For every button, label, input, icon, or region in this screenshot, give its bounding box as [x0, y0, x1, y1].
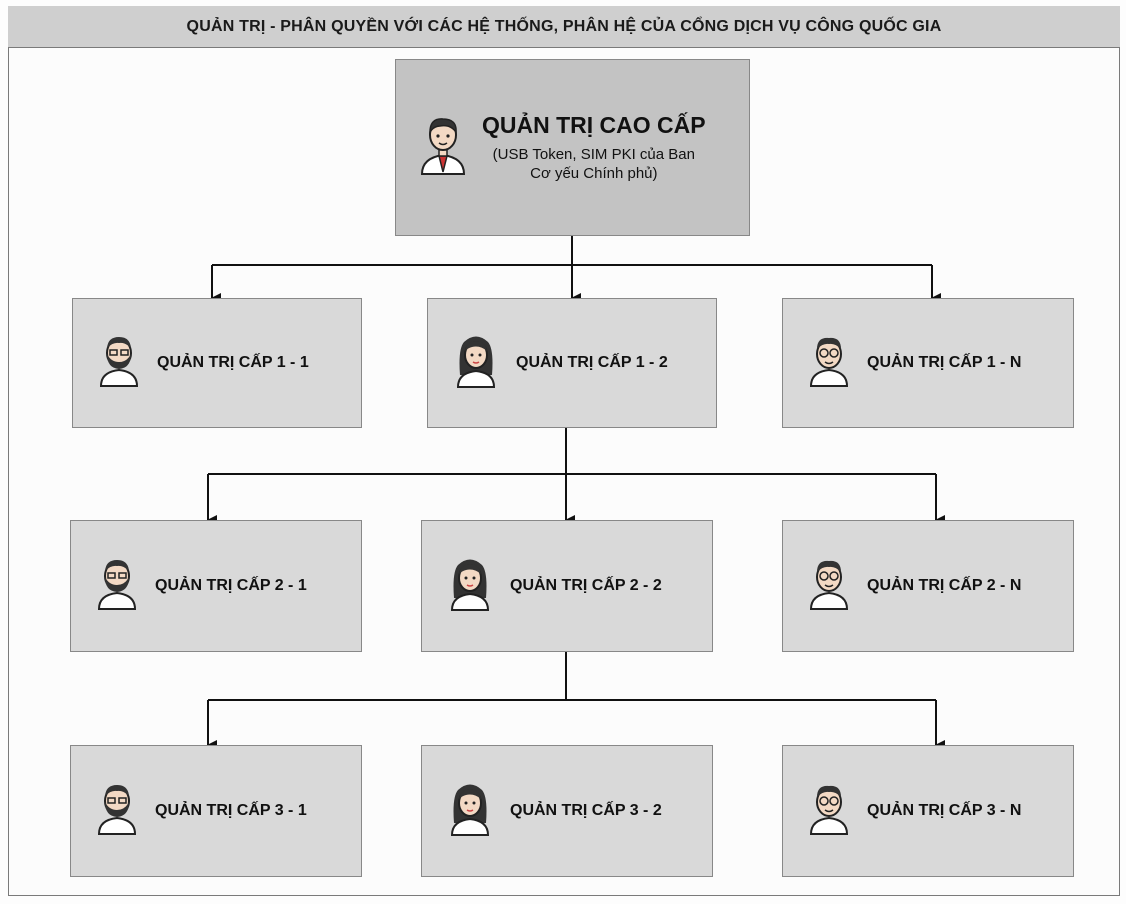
man-tie-icon — [418, 114, 468, 181]
glasses-man-icon — [809, 334, 849, 393]
top-node-title: QUẢN TRỊ CAO CẤP — [482, 111, 706, 138]
bearded-man-icon — [97, 557, 137, 616]
node-label: QUẢN TRỊ CẤP 2 - 1 — [155, 577, 307, 594]
node-level-2-n: QUẢN TRỊ CẤP 2 - N — [782, 520, 1074, 652]
node-label: QUẢN TRỊ CẤP 3 - 1 — [155, 802, 307, 819]
top-node-subtitle-line1: (USB Token, SIM PKI của Ban — [492, 145, 695, 163]
woman-icon — [448, 781, 492, 842]
top-node-text: QUẢN TRỊ CAO CẤP (USB Token, SIM PKI của… — [482, 112, 706, 184]
woman-icon — [454, 333, 498, 394]
node-level-2-2: QUẢN TRỊ CẤP 2 - 2 — [421, 520, 713, 652]
node-level-1-1: QUẢN TRỊ CẤP 1 - 1 — [72, 298, 362, 428]
node-label: QUẢN TRỊ CẤP 3 - 2 — [510, 802, 662, 819]
node-label: QUẢN TRỊ CẤP 3 - N — [867, 802, 1022, 819]
node-label: QUẢN TRỊ CẤP 2 - 2 — [510, 577, 662, 594]
glasses-man-icon — [809, 557, 849, 616]
node-top-admin: QUẢN TRỊ CAO CẤP (USB Token, SIM PKI của… — [395, 59, 750, 236]
woman-icon — [448, 556, 492, 617]
node-level-3-2: QUẢN TRỊ CẤP 3 - 2 — [421, 745, 713, 877]
node-level-1-n: QUẢN TRỊ CẤP 1 - N — [782, 298, 1074, 428]
glasses-man-icon — [809, 782, 849, 841]
node-level-1-2: QUẢN TRỊ CẤP 1 - 2 — [427, 298, 717, 428]
diagram-title: QUẢN TRỊ - PHÂN QUYỀN VỚI CÁC HỆ THỐNG, … — [8, 6, 1120, 48]
node-label: QUẢN TRỊ CẤP 1 - 1 — [157, 354, 309, 371]
node-label: QUẢN TRỊ CẤP 1 - N — [867, 354, 1022, 371]
node-label: QUẢN TRỊ CẤP 1 - 2 — [516, 354, 668, 371]
bearded-man-icon — [99, 334, 139, 393]
node-level-2-1: QUẢN TRỊ CẤP 2 - 1 — [70, 520, 362, 652]
node-level-3-1: QUẢN TRỊ CẤP 3 - 1 — [70, 745, 362, 877]
bearded-man-icon — [97, 782, 137, 841]
top-node-subtitle-line2: Cơ yếu Chính phủ) — [530, 165, 658, 182]
node-label: QUẢN TRỊ CẤP 2 - N — [867, 577, 1022, 594]
node-level-3-n: QUẢN TRỊ CẤP 3 - N — [782, 745, 1074, 877]
